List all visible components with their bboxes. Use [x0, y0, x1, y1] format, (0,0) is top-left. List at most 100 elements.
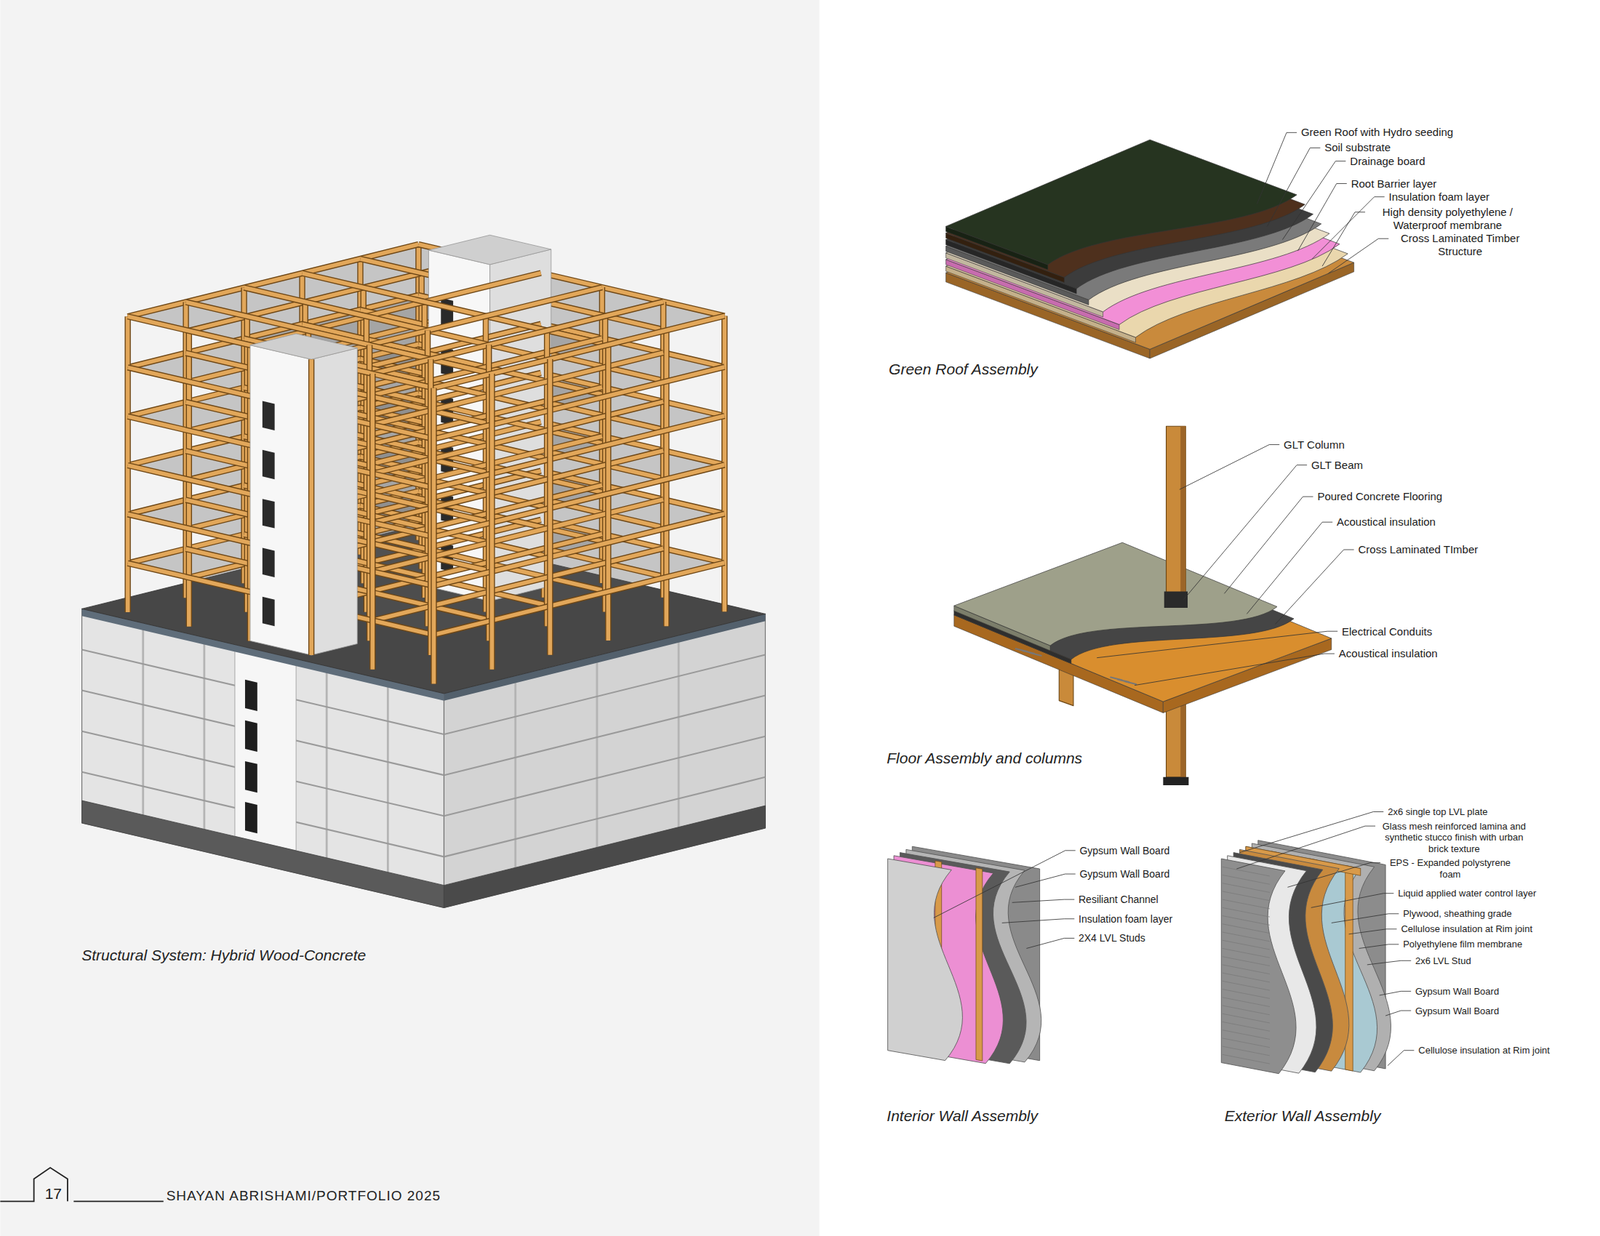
lvl-stud [976, 868, 983, 1062]
callout-label: Acoustical insulation [1338, 647, 1438, 661]
leader-line [1328, 238, 1390, 274]
callout-label: EPS - Expanded polystyrene foam [1384, 857, 1516, 880]
concrete-core [250, 333, 358, 656]
footer-text: SHAYAN ABRISHAMI/PORTFOLIO 2025 [166, 1188, 441, 1206]
core-opening [262, 547, 275, 577]
brick-course [1222, 1030, 1270, 1040]
glt-column-face [490, 373, 495, 670]
brick-course [1222, 916, 1270, 926]
leader-line [1385, 1010, 1411, 1016]
callout-label: Soil substrate [1324, 141, 1391, 155]
glt-column-edge [488, 373, 495, 670]
glt-beam-face [433, 316, 725, 389]
leader-line [1246, 522, 1333, 614]
callout-label: Cellulose insulation at Rim joint [1400, 923, 1533, 936]
brick-course [1222, 1013, 1270, 1024]
brick-course [1222, 1005, 1270, 1016]
brick-course [1222, 973, 1270, 983]
brick-course [1222, 899, 1270, 910]
glt-beam-face [372, 301, 664, 374]
glt-column-face [370, 373, 375, 670]
callout-label: Resiliant Channel [1078, 893, 1159, 907]
callout-label: Polyethylene film membrane [1402, 938, 1523, 951]
leader-line [1134, 653, 1335, 686]
glt-beam-face [128, 244, 419, 317]
callout-label: Insulation foam layer [1078, 913, 1173, 926]
core-opening [245, 720, 258, 752]
brick-course [1222, 866, 1270, 877]
core-opening [262, 401, 275, 431]
glt-column-edge [430, 388, 437, 685]
brick-course [1222, 997, 1270, 1008]
leader-line [1266, 147, 1320, 227]
callout-label: Green Roof with Hydro seeding [1301, 125, 1454, 139]
leader-line [1379, 991, 1411, 996]
core-wall [250, 345, 312, 656]
leader-line [933, 850, 1076, 919]
glt-column [1166, 426, 1187, 604]
leader-line [1224, 496, 1313, 594]
callout-label: Gypsum Wall Board [1415, 986, 1499, 998]
leader-line [1359, 944, 1400, 950]
figure-caption: Structural System: Hybrid Wood-Concrete [81, 946, 366, 965]
glt-column-face [548, 359, 553, 656]
leader-line [1287, 863, 1381, 888]
callout-label: Glass mesh reinforced lamina and synthet… [1379, 821, 1529, 856]
gypsum-board [888, 858, 963, 1062]
brick-course [1222, 940, 1270, 950]
leader-line [1387, 1050, 1414, 1067]
page-number: 17 [45, 1184, 62, 1203]
leader-line [1012, 899, 1075, 903]
brick-course [1222, 948, 1270, 958]
brick-course [1222, 891, 1270, 902]
glt-beam-edge [128, 244, 419, 317]
exterior-wall-drawing [1221, 840, 1391, 1075]
callout-label: Plywood, sheathing grade [1402, 908, 1512, 920]
leader-lines [933, 132, 1415, 1066]
callout-label: Gypsum Wall Board [1079, 868, 1170, 881]
leader-line [1311, 893, 1395, 909]
glt-column-edge [369, 373, 376, 670]
leader-line [1312, 197, 1385, 260]
callout-label: Cellulose insulation at Rim joint [1418, 1045, 1550, 1057]
figure-caption: Floor Assembly and columns [886, 749, 1083, 768]
core-roof [250, 333, 358, 360]
callout-label: GLT Column [1283, 438, 1345, 452]
leader-line [1096, 631, 1338, 658]
core-opening [262, 450, 275, 480]
leader-line [1331, 914, 1400, 924]
callout-label: Drainage board [1349, 154, 1425, 168]
brick-course [1222, 965, 1270, 975]
leader-line [1322, 212, 1366, 267]
brick-course [1222, 1054, 1270, 1064]
callout-label: Root Barrier layer [1351, 177, 1438, 191]
glt-column-edge [308, 359, 315, 656]
concrete-topping [954, 542, 1278, 646]
core-opening [245, 761, 258, 793]
callout-label: High density polyethylene / Waterproof m… [1369, 205, 1526, 232]
brick-course [1222, 924, 1270, 934]
leader-line [1240, 812, 1384, 854]
brick-course [1222, 932, 1270, 942]
podium-base [443, 805, 766, 908]
brick-course [1222, 883, 1270, 894]
vegetation-layer [946, 139, 1298, 265]
base-plate [1162, 777, 1189, 786]
callout-label: Cross Laminated TImber [1358, 543, 1479, 557]
floor-assembly-drawing [954, 426, 1332, 786]
callout-label: GLT Beam [1311, 458, 1363, 472]
leader-line [1236, 826, 1376, 870]
glt-column-face [432, 388, 437, 685]
callout-label: 2X4 LVL Studs [1078, 932, 1146, 945]
brick-finish [1221, 858, 1296, 1075]
callout-label: Insulation foam layer [1389, 190, 1490, 204]
callout-label: Gypsum Wall Board [1415, 1005, 1499, 1018]
glt-column [491, 373, 493, 670]
glt-beam [433, 316, 725, 389]
column-connector [1164, 592, 1188, 608]
callout-label: 2x6 LVL Stud [1415, 955, 1472, 968]
leader-line [1297, 183, 1347, 251]
podium-base [82, 800, 445, 908]
podium-floor [443, 777, 766, 858]
